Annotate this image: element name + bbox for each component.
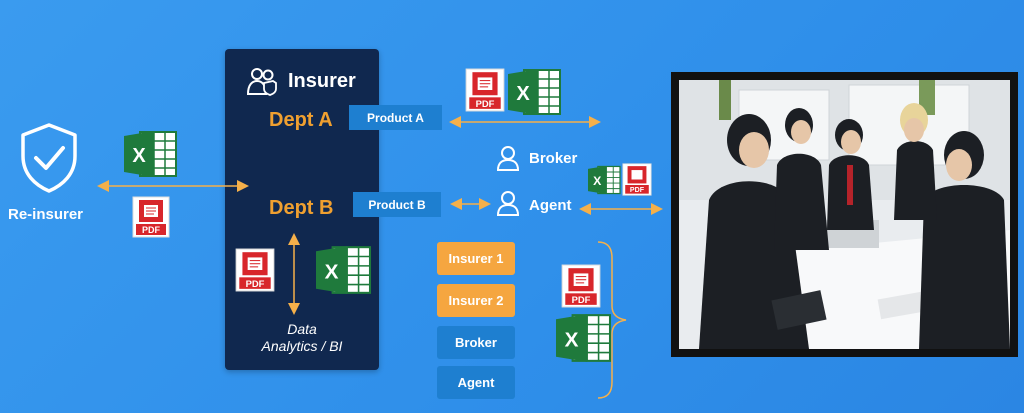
- stack-agent: Agent: [437, 366, 515, 399]
- dept-a-label: Dept A: [269, 109, 333, 131]
- product-b-box: Product B: [353, 192, 441, 217]
- pdf-text: PDF: [630, 187, 645, 194]
- insurer-title: Insurer: [288, 70, 356, 92]
- dept-b-label: Dept B: [269, 197, 334, 219]
- excel-letter: X: [516, 83, 530, 105]
- excel-letter: X: [325, 260, 339, 283]
- excel-icon: X: [313, 243, 373, 297]
- person-icon: [496, 190, 520, 216]
- pdf-icon: PDF: [235, 248, 275, 292]
- pdf-icon: PDF: [465, 68, 505, 112]
- excel-letter: X: [132, 145, 146, 167]
- excel-icon: X: [553, 311, 613, 365]
- data-analytics-label: Data Analytics / BI: [226, 321, 378, 355]
- excel-letter: X: [593, 174, 602, 188]
- excel-letter: X: [565, 328, 579, 351]
- pdf-text: PDF: [572, 294, 591, 305]
- excel-icon: X: [505, 66, 563, 118]
- shield-check-icon: [18, 122, 80, 194]
- pdf-text: PDF: [142, 225, 161, 235]
- pdf-icon: PDF: [132, 196, 170, 238]
- meeting-photo: [679, 80, 1010, 349]
- meeting-photo-frame: [671, 72, 1018, 357]
- stack-insurer-1: Insurer 1: [437, 242, 515, 275]
- broker-label: Broker: [529, 150, 578, 167]
- agent-label: Agent: [529, 197, 572, 214]
- pdf-icon: PDF: [622, 163, 652, 196]
- people-shield-icon: [246, 66, 278, 96]
- person-icon: [496, 145, 520, 171]
- pdf-text: PDF: [476, 98, 495, 109]
- data-analytics-line1: Data: [287, 321, 317, 337]
- pdf-text: PDF: [246, 278, 265, 289]
- data-analytics-line2: Analytics / BI: [261, 338, 343, 354]
- excel-icon: X: [586, 164, 622, 196]
- excel-icon: X: [122, 128, 178, 180]
- product-a-box: Product A: [349, 105, 442, 130]
- pdf-icon: PDF: [561, 264, 601, 308]
- stack-broker: Broker: [437, 326, 515, 359]
- reinsurer-label: Re-insurer: [8, 206, 84, 223]
- stack-insurer-2: Insurer 2: [437, 284, 515, 317]
